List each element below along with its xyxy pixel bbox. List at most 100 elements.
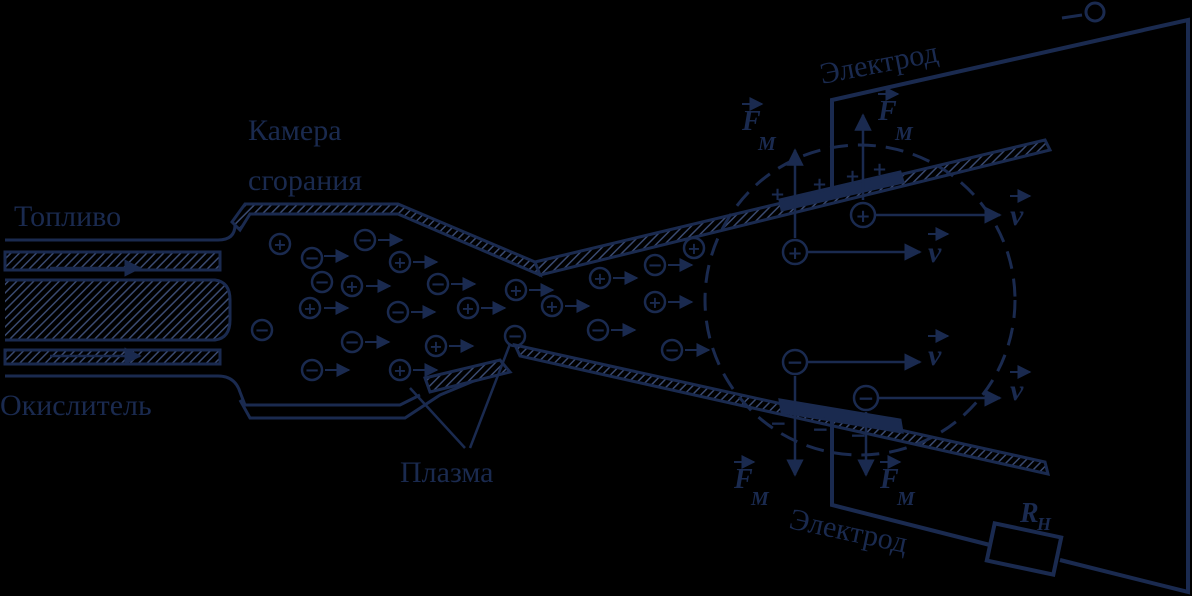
positive-charge-upper: + [849, 201, 877, 229]
svg-text:−: − [770, 411, 787, 435]
force-label-lower-left: F М [733, 464, 770, 510]
ion-negative: − [503, 324, 527, 348]
fuel-inlet-tube [3, 210, 521, 342]
ion-negative: − [426, 272, 450, 296]
svg-text:+: + [345, 277, 358, 296]
force-label-upper-right: F М [877, 96, 914, 145]
svg-text:+: + [273, 235, 286, 254]
velocity-label-3: v [928, 339, 942, 372]
velocity-label-2: v [928, 236, 942, 269]
svg-text:+: + [545, 297, 558, 316]
svg-text:+: + [812, 174, 827, 195]
svg-text:F: F [877, 96, 897, 127]
ion-positive: + [540, 294, 564, 318]
ion-negative: − [586, 318, 610, 342]
field-charges: + + − − [781, 201, 880, 412]
svg-text:М: М [896, 488, 916, 510]
svg-text:+: + [593, 269, 606, 288]
svg-text:М: М [757, 133, 777, 155]
svg-text:Н: Н [1036, 514, 1052, 534]
svg-text:+: + [787, 243, 802, 264]
negative-charge-mid: − [781, 348, 809, 376]
electrode-top-label: Электрод [817, 36, 941, 91]
ion-negative: − [310, 270, 334, 294]
plasma-pointer-lines [409, 343, 512, 449]
svg-text:−: − [304, 248, 319, 269]
ion-positive: + [456, 296, 480, 320]
electrode-circuit [830, 17, 1190, 595]
ion-negative: − [660, 338, 684, 362]
magnetic-field-region [703, 143, 1017, 457]
ion-negative: − [300, 246, 324, 270]
ion-negative: − [386, 300, 410, 324]
svg-text:−: − [314, 272, 329, 293]
svg-text:−: − [590, 320, 605, 341]
svg-text:+: + [648, 293, 661, 312]
svg-text:−: − [357, 230, 372, 251]
svg-text:−: − [507, 326, 522, 347]
svg-text:М: М [894, 123, 914, 145]
svg-text:+: + [687, 239, 700, 258]
force-label-lower-right: F М [879, 464, 916, 510]
svg-text:+: + [393, 361, 406, 380]
ion-negative: − [300, 358, 324, 382]
load-resistor-label: R Н [1019, 498, 1052, 534]
svg-text:−: − [390, 302, 405, 323]
ion-positive: + [388, 358, 412, 382]
svg-text:+: + [872, 159, 887, 180]
ion-negative: − [250, 318, 274, 342]
plasma-label: Плазма [400, 456, 493, 489]
ion-positive: + [268, 232, 292, 256]
svg-text:−: − [344, 332, 359, 353]
positive-charge-mid: + [781, 238, 809, 266]
svg-text:−: − [304, 360, 319, 381]
output-terminal [1061, 1, 1106, 23]
svg-text:F: F [741, 106, 761, 137]
chamber-label-line1: Камера [248, 114, 342, 147]
chamber-label-line2: сгорания [248, 164, 362, 197]
ion-negative: − [643, 253, 667, 277]
svg-text:+: + [845, 166, 860, 187]
ion-positive: + [424, 334, 448, 358]
svg-text:F: F [879, 464, 899, 495]
svg-text:+: + [509, 281, 522, 300]
svg-text:R: R [1019, 498, 1039, 529]
velocity-label-4: v [1010, 374, 1024, 407]
svg-text:−: − [647, 255, 662, 276]
force-arrows [786, 113, 875, 477]
plasma-particles: + − − − + + − + − + + − − + − + − + + − … [250, 228, 706, 382]
ion-negative: − [340, 330, 364, 354]
inlet-flow-arrows [50, 259, 142, 365]
particle-drift-arrows [324, 233, 711, 377]
ion-positive: + [682, 236, 706, 260]
svg-text:F: F [733, 464, 753, 495]
svg-text:+: + [855, 206, 870, 227]
svg-text:−: − [254, 320, 269, 341]
svg-text:+: + [770, 184, 785, 205]
ion-positive: + [504, 278, 528, 302]
ion-positive: + [388, 250, 412, 274]
svg-text:−: − [787, 350, 804, 374]
force-label-upper-left: F М [741, 106, 777, 155]
velocity-arrows [808, 206, 1002, 407]
ion-positive: + [643, 290, 667, 314]
svg-text:−: − [664, 340, 679, 361]
svg-text:+: + [393, 253, 406, 272]
velocity-label-1: v [1010, 199, 1024, 232]
negative-charge-lower: − [852, 384, 880, 412]
ion-positive: + [298, 296, 322, 320]
combustion-chamber-walls [230, 202, 543, 394]
surface-charges: + + + + − − − [770, 159, 887, 447]
svg-text:М: М [750, 488, 770, 510]
svg-text:+: + [303, 299, 316, 318]
ion-positive: + [588, 266, 612, 290]
svg-text:−: − [430, 274, 445, 295]
svg-text:−: − [812, 417, 829, 441]
nozzle-channel [512, 138, 1053, 476]
svg-text:+: + [461, 299, 474, 318]
svg-text:−: − [858, 386, 875, 410]
svg-text:+: + [429, 337, 442, 356]
ion-positive: + [340, 274, 364, 298]
